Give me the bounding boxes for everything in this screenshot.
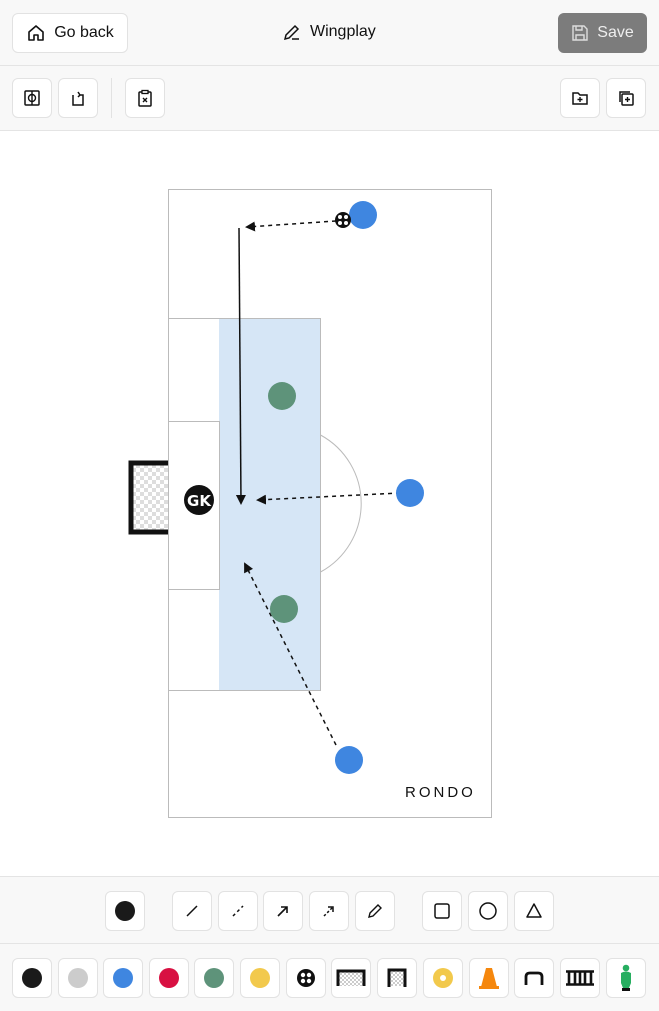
- green-player[interactable]: [268, 382, 296, 410]
- red-player-button[interactable]: [149, 958, 189, 998]
- blue-player[interactable]: [335, 746, 363, 774]
- highlight-zone[interactable]: [219, 319, 320, 690]
- toolbar: [0, 66, 659, 131]
- triangle-icon: [526, 903, 542, 918]
- pencil-icon: [368, 904, 382, 918]
- blue-player-icon: [113, 968, 133, 988]
- grey-player-button[interactable]: [58, 958, 98, 998]
- marker-disc-icon: [433, 968, 453, 988]
- blue-player[interactable]: [396, 479, 424, 507]
- goalkeeper-label: GK: [187, 492, 212, 510]
- black-player-button[interactable]: [12, 958, 52, 998]
- goal-area: [168, 421, 220, 590]
- rotate-button[interactable]: [58, 78, 98, 118]
- color-picker[interactable]: [105, 891, 145, 931]
- duplicate-button[interactable]: [606, 78, 646, 118]
- rondo-logo: RONDO: [405, 784, 476, 801]
- ladder-button[interactable]: [560, 958, 600, 998]
- run-arrow[interactable]: [235, 227, 246, 505]
- ball-button[interactable]: [286, 958, 326, 998]
- watermark-text: RONDO: [405, 784, 476, 801]
- green-player-icon: [204, 968, 224, 988]
- small-goal-button[interactable]: [377, 958, 417, 998]
- hurdle-button[interactable]: [514, 958, 554, 998]
- hurdle-icon: [524, 971, 544, 985]
- marker-disc-button[interactable]: [423, 958, 463, 998]
- save-label: Save: [597, 24, 634, 41]
- cone-icon: [479, 968, 499, 989]
- save-icon: [572, 25, 588, 41]
- pitch-button[interactable]: [12, 78, 52, 118]
- line-icon: [186, 905, 198, 917]
- folder-plus-icon: [572, 92, 588, 105]
- save-button[interactable]: Save: [558, 13, 647, 53]
- dashed-arrow-icon: [323, 906, 334, 917]
- square-icon: [434, 903, 450, 919]
- grey-player-icon: [68, 968, 88, 988]
- pencil-tool[interactable]: [355, 891, 395, 931]
- go-back-label: Go back: [54, 24, 114, 41]
- black-player-icon: [22, 968, 42, 988]
- draw-toolbar: [0, 877, 659, 944]
- dashed-arrow[interactable]: [245, 220, 337, 232]
- arrow-icon: [277, 906, 288, 917]
- dashed-line-tool[interactable]: [218, 891, 258, 931]
- circle-tool[interactable]: [468, 891, 508, 931]
- cone-button[interactable]: [469, 958, 509, 998]
- red-player-icon: [159, 968, 179, 988]
- square-tool[interactable]: [422, 891, 462, 931]
- divider: [111, 78, 112, 118]
- dashed-line-icon: [232, 905, 244, 917]
- dashed-arrow[interactable]: [244, 562, 337, 746]
- clear-button[interactable]: [125, 78, 165, 118]
- header: Go back Wingplay Save: [0, 0, 659, 66]
- title-text: Wingplay: [310, 23, 376, 40]
- play-title[interactable]: Wingplay: [282, 22, 376, 42]
- ball-icon: [297, 969, 315, 987]
- yellow-player-icon: [250, 968, 270, 988]
- arrow-tool[interactable]: [263, 891, 303, 931]
- drawing-canvas[interactable]: GK RONDO: [0, 131, 659, 877]
- items-toolbar: [0, 944, 659, 1011]
- green-player[interactable]: [270, 595, 298, 623]
- line-tool[interactable]: [172, 891, 212, 931]
- home-icon: [28, 25, 45, 41]
- ladder-icon: [566, 970, 594, 986]
- goal[interactable]: [128, 460, 168, 535]
- large-goal-icon: [336, 969, 366, 986]
- pitch[interactable]: GK RONDO: [0, 131, 659, 877]
- goalkeeper[interactable]: GK: [184, 485, 214, 515]
- pitch-icon: [24, 90, 40, 106]
- color-swatch-icon: [115, 901, 135, 921]
- blue-player[interactable]: [349, 201, 377, 229]
- rotate-icon: [72, 91, 84, 106]
- dashed-arrow-tool[interactable]: [309, 891, 349, 931]
- copy-plus-icon: [619, 91, 634, 106]
- go-back-button[interactable]: Go back: [12, 13, 128, 53]
- yellow-player-button[interactable]: [240, 958, 280, 998]
- triangle-tool[interactable]: [514, 891, 554, 931]
- green-player-button[interactable]: [194, 958, 234, 998]
- large-goal-button[interactable]: [331, 958, 371, 998]
- blue-player-button[interactable]: [103, 958, 143, 998]
- clear-clipboard-icon: [138, 89, 152, 107]
- mannequin-button[interactable]: [606, 958, 646, 998]
- new-folder-button[interactable]: [560, 78, 600, 118]
- pitch-outline: [168, 189, 492, 818]
- pencil-icon: [283, 24, 300, 41]
- mannequin-icon: [621, 964, 631, 991]
- circle-icon: [479, 902, 497, 920]
- small-goal-icon: [387, 968, 407, 987]
- penalty-arc: [320, 434, 362, 573]
- ball-icon[interactable]: [335, 212, 351, 228]
